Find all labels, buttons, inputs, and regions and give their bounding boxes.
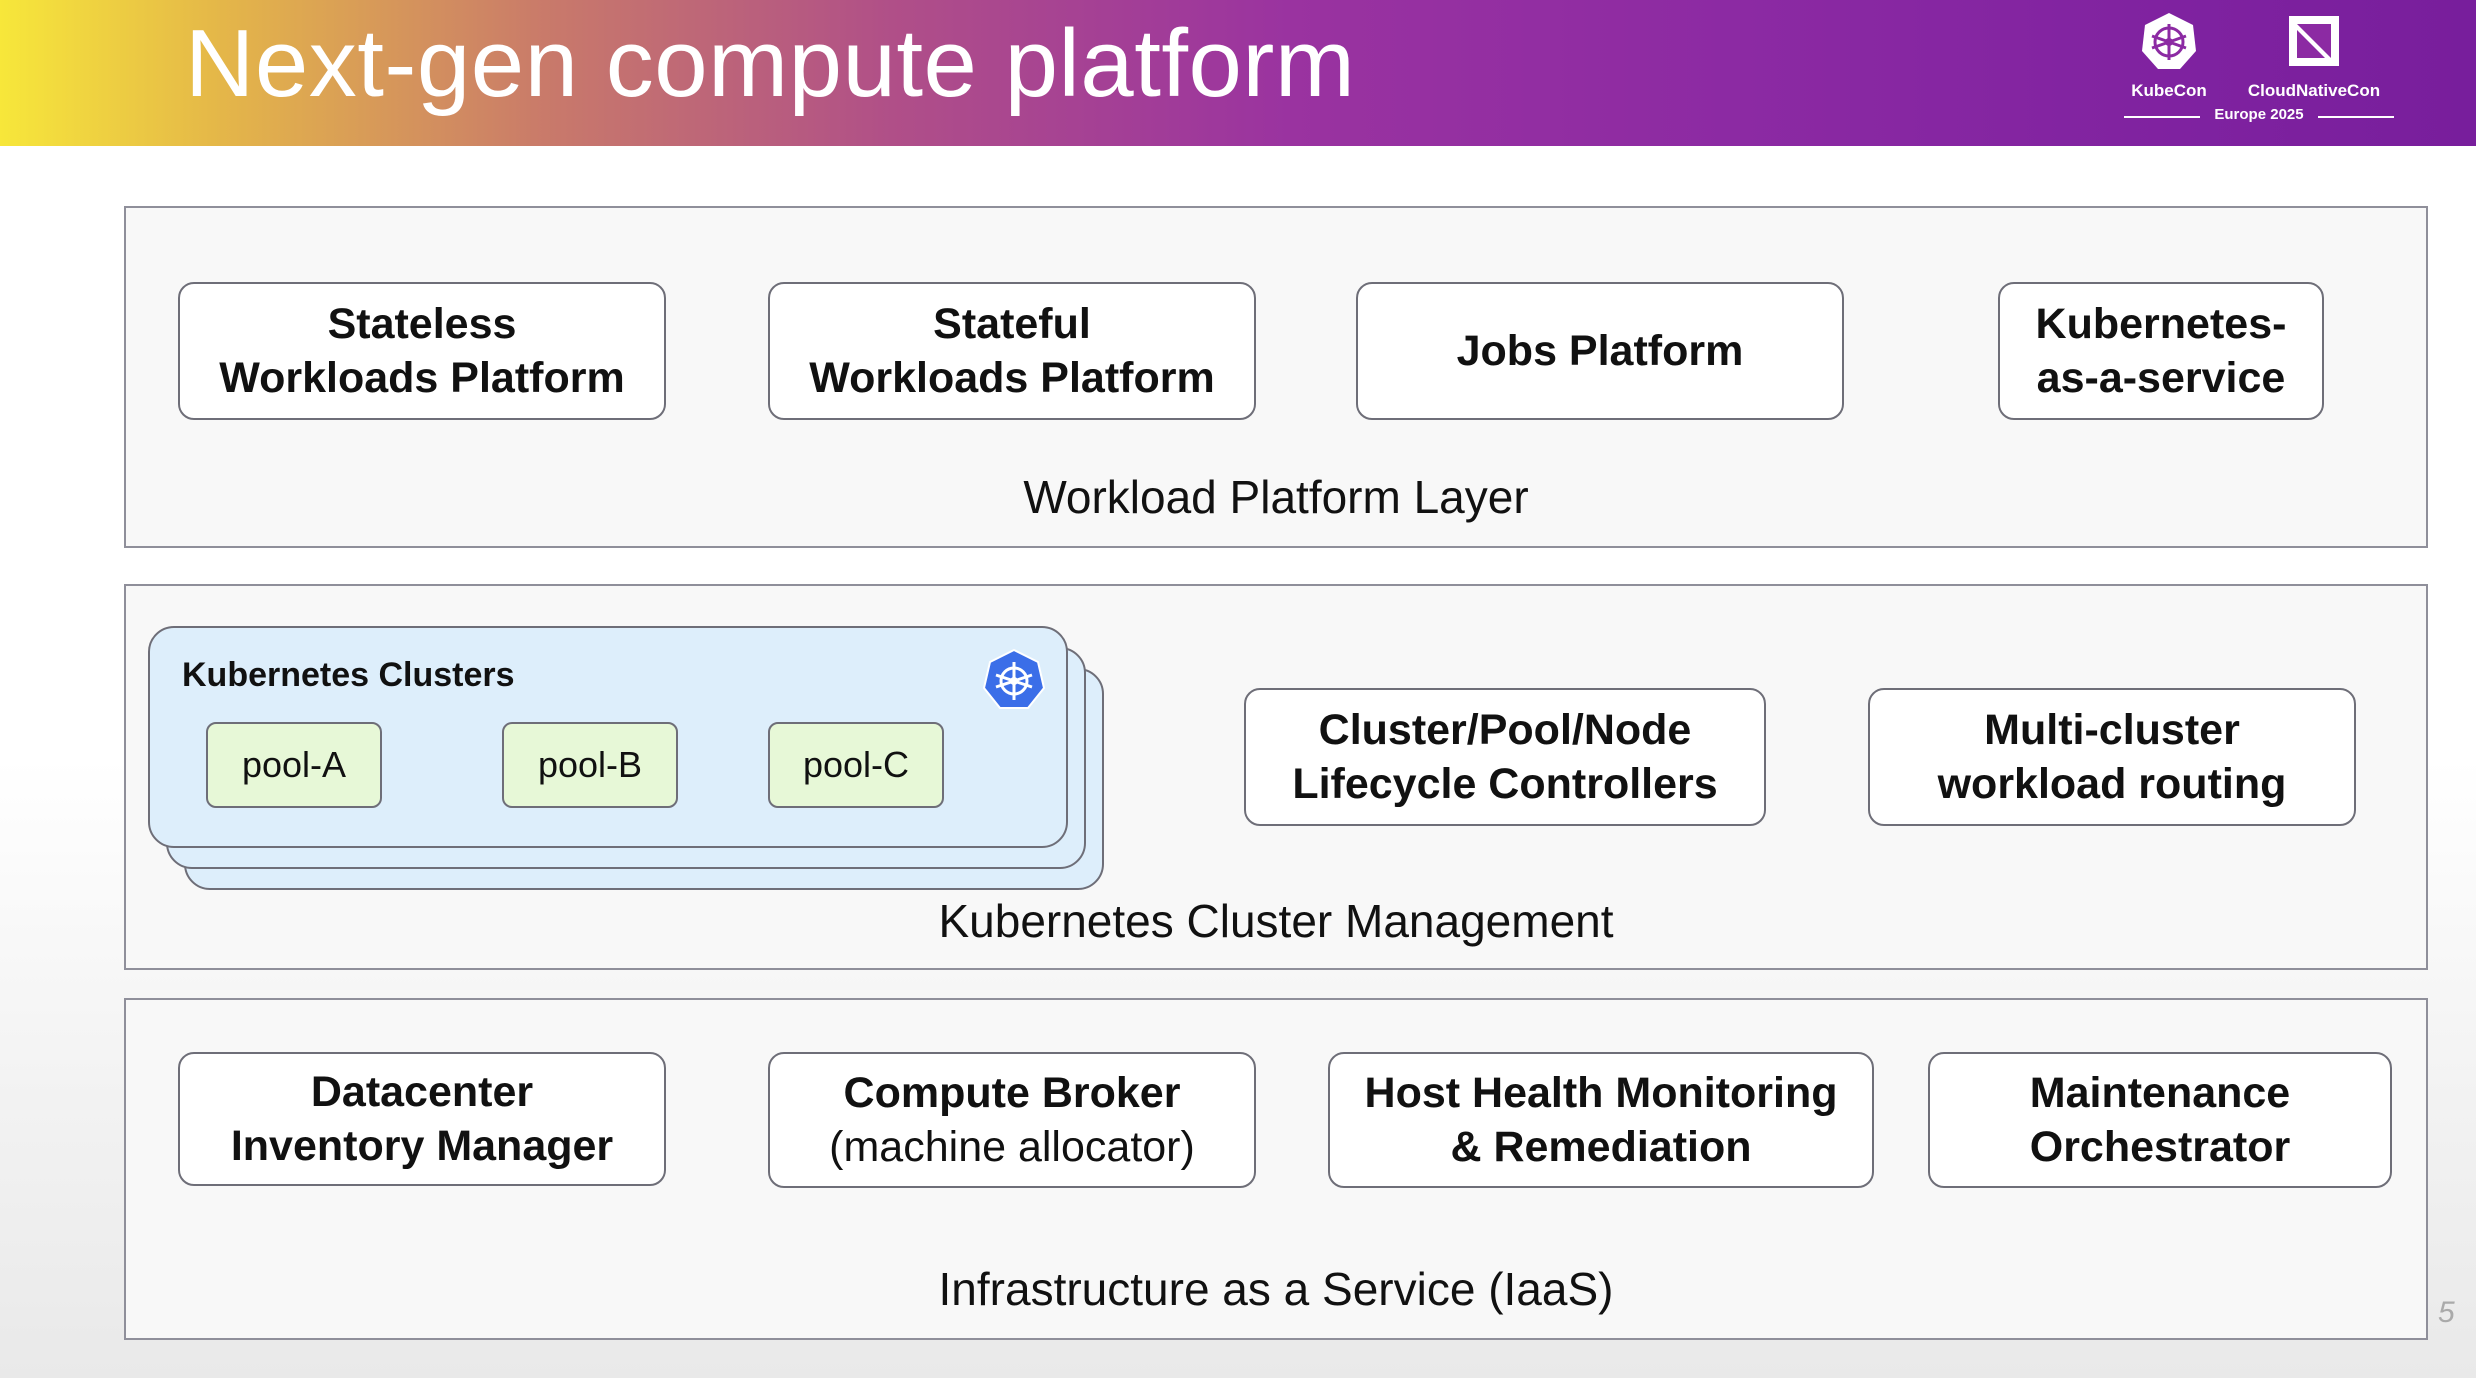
kubecon-logo: KubeCon [2124,10,2214,101]
cloudnativecon-label: CloudNativeCon [2247,81,2381,100]
box-line: Stateful [933,300,1091,348]
box-line: as-a-service [2036,354,2286,402]
lifecycle-controllers-box: Cluster/Pool/Node Lifecycle Controllers [1244,688,1766,826]
cloudnativecon-icon [2289,16,2339,66]
compute-broker-box: Compute Broker (machine allocator) [768,1052,1256,1188]
box-line: (machine allocator) [829,1123,1195,1171]
box-line: Cluster/Pool/Node [1318,706,1692,754]
datacenter-inventory-box: Datacenter Inventory Manager [178,1052,666,1186]
page-number: 5 [2438,1296,2455,1329]
box-line: Stateless [327,300,517,348]
box-line: Inventory Manager [230,1122,614,1170]
workload-layer-label: Workload Platform Layer [1023,471,1529,523]
box-line: Datacenter [310,1068,534,1116]
maintenance-orchestrator-box: Maintenance Orchestrator [1928,1052,2392,1188]
box-line: Host Health Monitoring [1364,1069,1838,1117]
box-line: Lifecycle Controllers [1292,760,1718,808]
slide-header: Next-gen compute platform KubeCon CloudN… [0,0,2476,146]
box-line: Kubernetes- [2035,300,2287,348]
box-line: Workloads Platform [219,354,625,402]
box-line: Multi-cluster [1984,706,2240,754]
stateless-workloads-box: Stateless Workloads Platform [178,282,666,420]
kubernetes-clusters-title: Kubernetes Clusters [182,656,515,694]
host-health-box: Host Health Monitoring & Remediation [1328,1052,1874,1188]
box-line: Maintenance [2029,1069,2291,1117]
kubecon-label: KubeCon [2131,81,2207,100]
box-line: Jobs Platform [1456,327,1744,375]
kubernetes-helm-icon [982,648,1046,709]
box-line: Orchestrator [2029,1123,2291,1171]
box-line: Compute Broker [843,1069,1181,1117]
cluster-layer-label: Kubernetes Cluster Management [938,895,1614,947]
stateful-workloads-box: Stateful Workloads Platform [768,282,1256,420]
pool-b: pool-B [502,722,678,808]
pool-c: pool-C [768,722,944,808]
multi-cluster-routing-box: Multi-cluster workload routing [1868,688,2356,826]
box-line: workload routing [1937,760,2287,808]
pool-a: pool-A [206,722,382,808]
event-label: Europe 2025 [2124,106,2394,126]
box-line: & Remediation [1450,1123,1752,1171]
jobs-platform-box: Jobs Platform [1356,282,1844,420]
kubernetes-as-a-service-box: Kubernetes- as-a-service [1998,282,2324,420]
kubecon-icon [2142,13,2196,69]
slide-title: Next-gen compute platform [185,10,1356,117]
cloudnativecon-logo: CloudNativeCon [2238,10,2390,101]
box-line: Workloads Platform [809,354,1215,402]
iaas-layer-label: Infrastructure as a Service (IaaS) [938,1263,1614,1315]
